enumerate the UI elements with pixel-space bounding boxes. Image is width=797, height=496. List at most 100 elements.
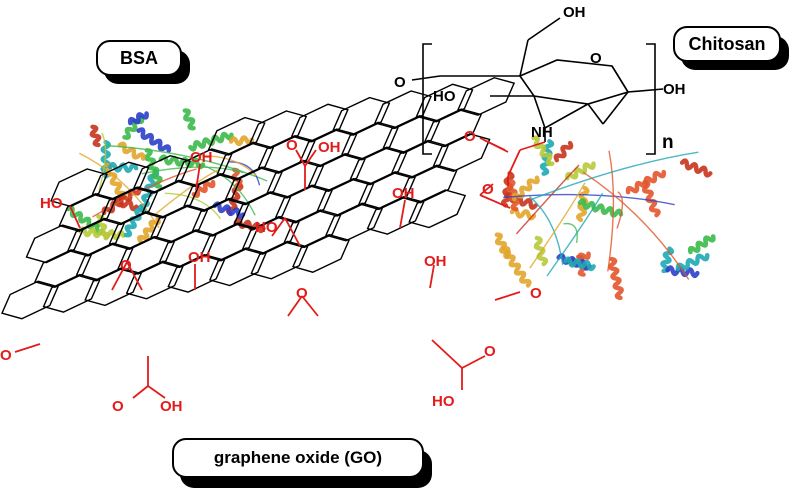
- functional-group-bond: [304, 149, 317, 167]
- protein-helix: [228, 135, 255, 147]
- protein-loop: [531, 151, 699, 200]
- protein-helix: [117, 141, 146, 161]
- functional-group-bond: [479, 194, 511, 209]
- graphene-hexagon: [382, 115, 441, 154]
- chitosan-nh: NH: [531, 124, 553, 141]
- protein-helix-ribbon: [158, 154, 206, 170]
- protein-helix-ribbon: [117, 141, 146, 161]
- graphene-hexagon: [141, 179, 200, 219]
- chitosan-ring-oxygen: O: [590, 50, 602, 67]
- graphene-hexagon: [432, 133, 491, 173]
- protein-loop: [528, 195, 564, 265]
- graphene-hexagon: [391, 139, 449, 179]
- graphene-hexagon: [399, 164, 458, 204]
- graphene-hexagon: [91, 161, 150, 201]
- functional-group-label: HO: [255, 219, 278, 236]
- protein-helix-ribbon: [228, 135, 255, 147]
- graphene-hexagon: [100, 186, 159, 226]
- protein-helix-ribbon: [675, 252, 710, 272]
- chitosan-labels: OH O HO OH O NH n: [394, 4, 686, 153]
- graphene-hexagon: [208, 247, 267, 287]
- protein-helix: [136, 127, 172, 153]
- functional-group-label: O: [120, 257, 132, 274]
- functional-group-bond: [287, 295, 303, 317]
- functional-group-bond: [461, 355, 486, 369]
- functional-group-bond: [126, 261, 143, 291]
- graphene-hexagon: [207, 116, 266, 156]
- graphene-hexagon: [316, 177, 375, 217]
- functional-group-label: O: [482, 181, 494, 198]
- chitosan-callout: Chitosan: [673, 26, 791, 72]
- graphene-hexagon: [415, 83, 474, 123]
- functional-group-bond: [132, 385, 149, 399]
- graphene-hexagon: [241, 215, 300, 255]
- functional-group-label: O: [286, 137, 298, 154]
- protein-helix: [113, 196, 139, 212]
- bsa-label: BSA: [96, 40, 182, 76]
- chitosan-repeat-unit: [411, 17, 664, 155]
- protein-helix: [563, 256, 596, 272]
- functional-group-bond: [399, 199, 406, 229]
- functional-group-label: O: [112, 398, 124, 415]
- functional-group-label: OH: [392, 185, 415, 202]
- functional-group-label: O: [530, 285, 542, 302]
- protein-helix-ribbon: [565, 161, 596, 181]
- functional-group-label: HO: [432, 393, 455, 410]
- chitosan-ho-left: HO: [433, 88, 456, 105]
- protein-loop: [228, 161, 261, 186]
- protein-helix: [533, 235, 549, 267]
- protein-helix: [89, 124, 102, 148]
- chitosan-bracket-left: [422, 43, 432, 155]
- protein-helix-ribbon: [687, 234, 716, 255]
- protein-loop: [582, 171, 690, 280]
- bsa-callout: BSA: [96, 40, 192, 86]
- chitosan-bracket-right: [646, 43, 656, 155]
- graphene-hexagon: [25, 224, 84, 264]
- functional-group-bond: [295, 149, 306, 167]
- go-label: graphene oxide (GO): [172, 438, 424, 478]
- protein-helix: [182, 108, 196, 131]
- protein-helix-ribbon: [553, 140, 574, 163]
- protein-loop: [164, 192, 222, 220]
- protein-helix-ribbon: [137, 216, 161, 244]
- graphene-hexagon: [307, 153, 366, 192]
- protein-helix-ribbon: [89, 124, 102, 148]
- protein-helix: [553, 140, 574, 163]
- protein-helix: [144, 148, 163, 189]
- graphene-hexagon: [183, 173, 242, 212]
- protein-helix: [65, 205, 104, 235]
- graphene-lattice: [1, 76, 516, 320]
- functional-group-bond: [195, 163, 201, 191]
- graphene-hexagon: [325, 202, 383, 242]
- protein-helix-ribbon: [679, 158, 713, 178]
- functional-group-bond: [284, 217, 301, 247]
- protein-helix-ribbon: [563, 256, 596, 272]
- chitosan-bridge-oxygen: O: [394, 74, 406, 91]
- functional-group-label: OH: [160, 398, 183, 415]
- protein-helix-ribbon: [65, 205, 104, 235]
- protein-helix-ribbon: [191, 179, 216, 198]
- functional-group-label: OH: [318, 139, 341, 156]
- protein-helix: [608, 256, 624, 301]
- graphene-hexagon: [50, 168, 108, 208]
- graphene-hexagon: [366, 195, 425, 235]
- graphene-hexagon: [358, 171, 416, 211]
- protein-helix: [158, 154, 206, 170]
- protein-helix: [78, 226, 126, 241]
- protein-helix-ribbon: [188, 131, 234, 152]
- graphene-hexagon: [167, 253, 226, 293]
- protein-helix-ribbon: [78, 226, 126, 241]
- functional-group-bond: [147, 385, 166, 399]
- graphene-hexagon: [266, 159, 325, 199]
- graphene-hexagon: [42, 273, 101, 313]
- protein-helix-ribbon: [501, 246, 532, 288]
- protein-helix: [188, 131, 234, 152]
- go-functional-groups: [14, 149, 521, 399]
- protein-helix-ribbon: [531, 135, 555, 167]
- graphene-hexagon: [108, 211, 167, 251]
- functional-group-bond: [14, 343, 41, 353]
- functional-group-label: O: [296, 285, 308, 302]
- protein-helix-ribbon: [533, 235, 549, 267]
- protein-helix: [565, 161, 596, 181]
